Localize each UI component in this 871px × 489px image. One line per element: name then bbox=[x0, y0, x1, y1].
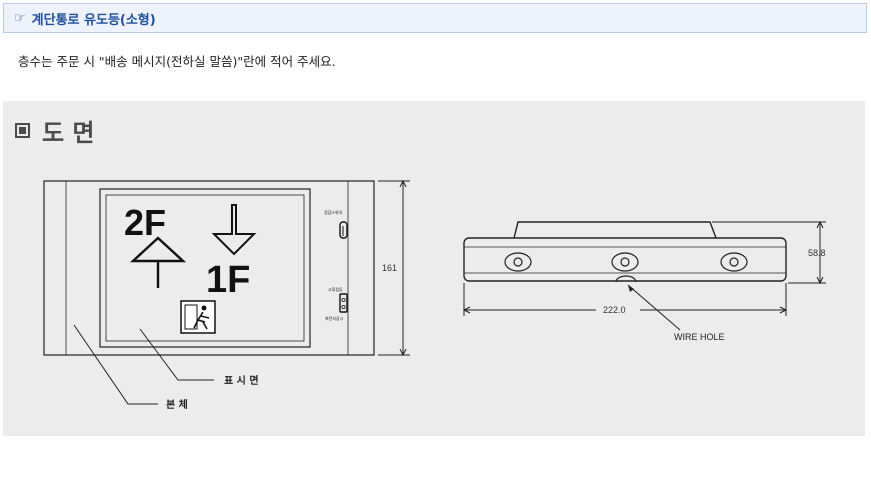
height-dim-label: 161 bbox=[382, 263, 397, 273]
width-dimension bbox=[462, 283, 788, 316]
switch-label-top: 점검스위치 bbox=[324, 209, 343, 215]
test-switch-icon bbox=[339, 221, 348, 239]
drawing-title-text: 도 면 bbox=[42, 119, 95, 147]
display-leader-line bbox=[139, 328, 214, 381]
section-title: 계단통로 유도등(소형) bbox=[31, 12, 156, 28]
label-display: 표 시 면 bbox=[224, 374, 259, 387]
order-notice: 층수는 주문 시 "배송 메시지(전하실 말씀)"란에 적어 주세요. bbox=[18, 54, 336, 69]
switch-label-mid: 고휘점등 bbox=[328, 286, 343, 292]
drawing-panel: 도 면 bbox=[3, 101, 865, 436]
label-body: 본 체 bbox=[166, 398, 188, 411]
depth-dimension bbox=[712, 220, 826, 285]
exit-running-man-icon bbox=[180, 300, 216, 334]
sign-top-floor: 2F bbox=[124, 202, 166, 243]
sign-bottom-floor: 1F bbox=[206, 259, 250, 301]
arrow-down-icon bbox=[211, 204, 257, 256]
switch-label-bottom: 축전지감시 bbox=[325, 315, 344, 321]
side-view bbox=[463, 221, 787, 282]
depth-dim-label: 58.8 bbox=[808, 248, 826, 258]
drawing-title: 도 면 bbox=[15, 113, 95, 148]
front-view bbox=[43, 180, 375, 356]
display-outline bbox=[99, 188, 311, 348]
indicator-lamp-icon bbox=[339, 293, 348, 313]
square-bullet-icon bbox=[15, 123, 30, 138]
wire-hole-leader bbox=[627, 284, 681, 331]
body-outline bbox=[43, 180, 375, 356]
wire-hole-label: WIRE HOLE bbox=[674, 332, 725, 342]
pointing-hand-icon: ☞ bbox=[14, 10, 26, 26]
height-dimension bbox=[378, 179, 410, 357]
wire-hole-shape bbox=[615, 275, 637, 283]
arrow-up-icon bbox=[129, 236, 187, 288]
display-inner bbox=[105, 194, 305, 342]
section-header: ☞ 계단통로 유도등(소형) bbox=[3, 3, 867, 33]
mount-hole-icons bbox=[504, 252, 748, 272]
width-dim-label: 222.0 bbox=[603, 305, 626, 315]
body-leader-line bbox=[73, 324, 158, 405]
